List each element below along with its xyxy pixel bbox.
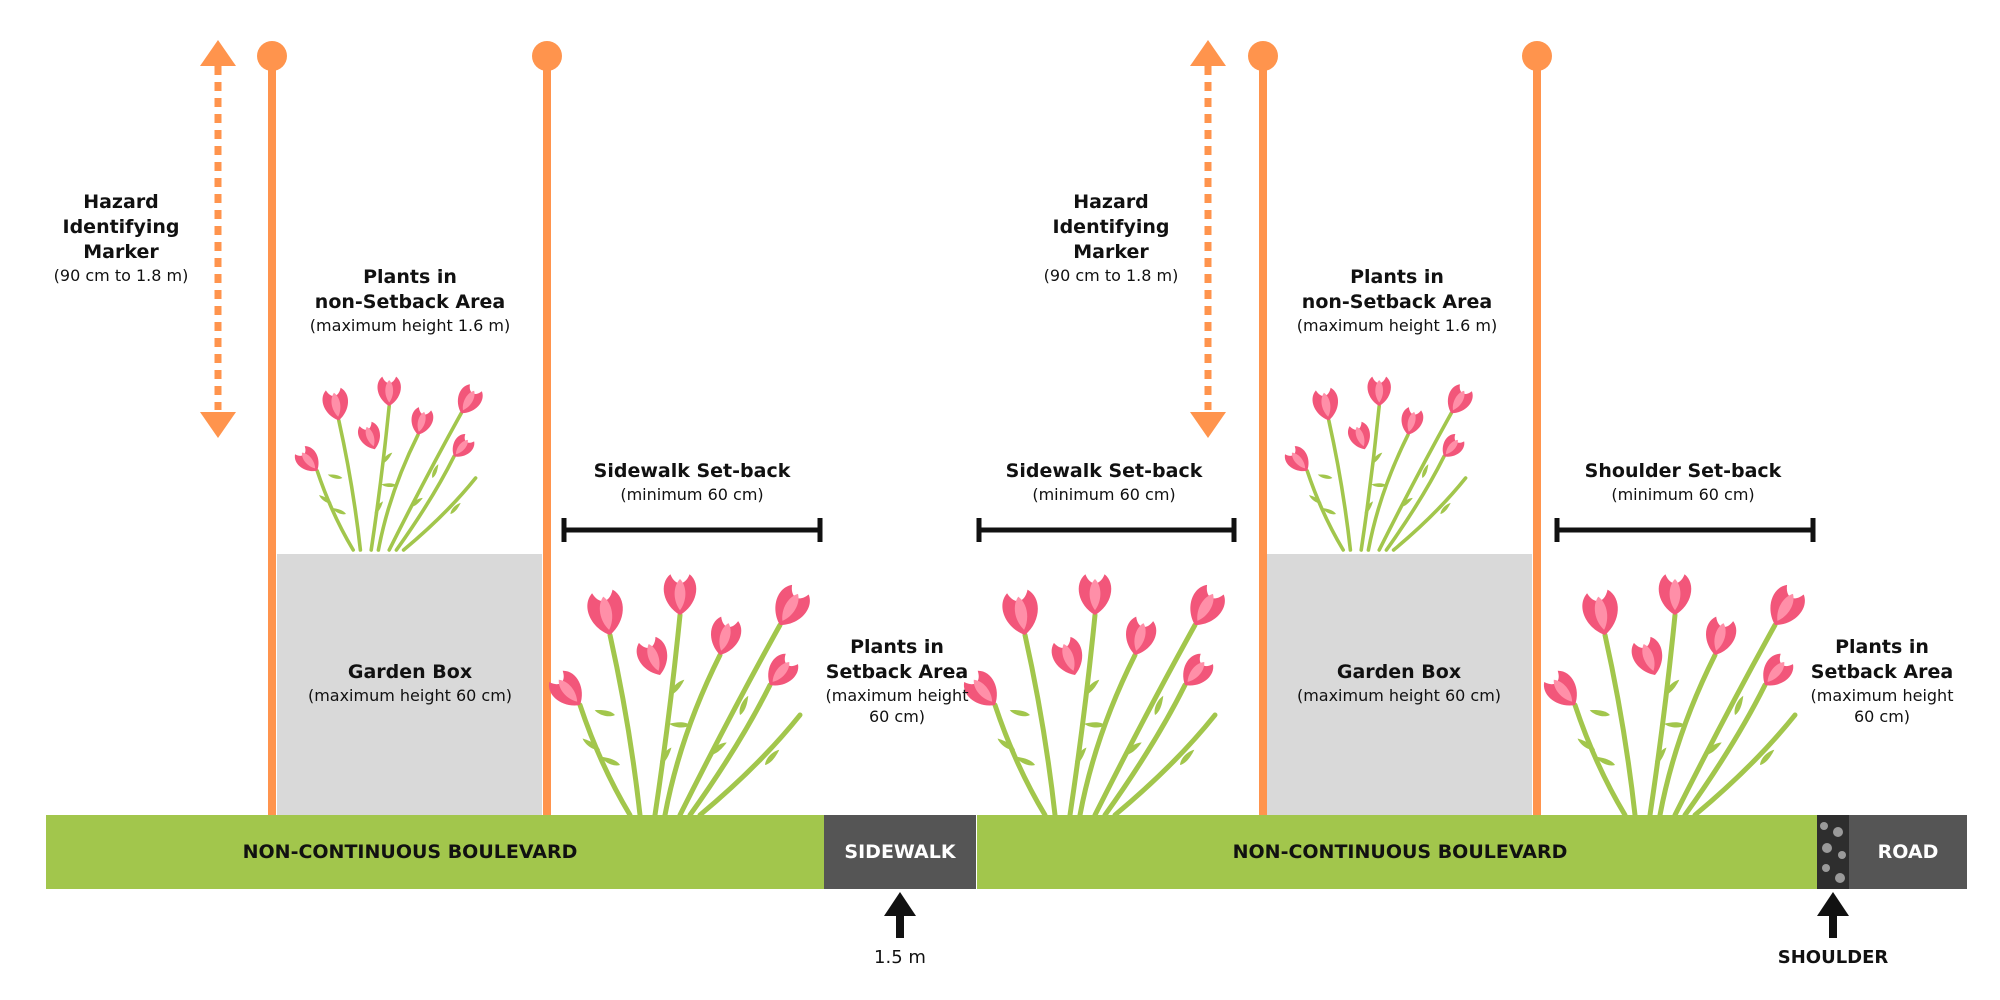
sidewalk-width-label: 1.5 m	[874, 946, 926, 970]
sidewalk-setback-label-left: Sidewalk Set-back (minimum 60 cm)	[594, 459, 791, 505]
garden-box-label-right: Garden Box (maximum height 60 cm)	[1297, 660, 1501, 706]
plants-setback-subtitle-line: (maximum height	[825, 686, 969, 706]
garden-box-subtitle: (maximum height 60 cm)	[1296, 686, 1502, 706]
hazard-subtitle: (90 cm to 1.8 m)	[1043, 266, 1179, 286]
sidewalk-band	[824, 815, 976, 889]
setback-bar-shoulder	[1554, 518, 1816, 542]
plants-setback-title-line: Setback Area	[1810, 661, 1954, 684]
sidewalk-width-arrow	[884, 892, 916, 938]
road-band	[1849, 815, 1967, 889]
setback-title: Sidewalk Set-back	[593, 460, 791, 482]
plants-setback-subtitle-line: 60 cm)	[1853, 707, 1911, 727]
hazard-height-arrow-left	[200, 40, 236, 438]
setback-title: Shoulder Set-back	[1584, 460, 1782, 482]
hazard-marker-label-right: Hazard Identifying Marker (90 cm to 1.8 …	[1044, 190, 1179, 286]
boulevard-label-right: NON-CONTINUOUS BOULEVARD	[1232, 841, 1568, 863]
sidewalk-setback-label-right: Sidewalk Set-back (minimum 60 cm)	[1006, 459, 1203, 505]
hazard-height-arrow-right	[1190, 40, 1226, 438]
plants-setback-title-line: Plants in	[850, 636, 944, 658]
plants-non-setback-label-left: Plants in non-Setback Area (maximum heig…	[310, 265, 510, 336]
plant-non-setback-right	[1282, 377, 1476, 550]
plants-subtitle: (maximum height 1.6 m)	[309, 316, 511, 336]
garden-box-title: Garden Box	[347, 661, 473, 683]
shoulder-text: SHOULDER	[1777, 947, 1889, 968]
boulevard-label-left: NON-CONTINUOUS BOULEVARD	[242, 841, 578, 863]
hazard-title-line: Hazard	[1073, 191, 1149, 213]
plants-subtitle: (maximum height 1.6 m)	[1296, 316, 1498, 336]
road-label: ROAD	[1877, 841, 1939, 863]
garden-box-title: Garden Box	[1336, 661, 1462, 683]
garden-box-left	[277, 554, 542, 815]
plants-title-line: Plants in	[1350, 266, 1444, 288]
garden-box-label-left: Garden Box (maximum height 60 cm)	[308, 660, 512, 706]
plants-setback-subtitle-line: (maximum height	[1810, 686, 1954, 706]
boulevard-band-left	[46, 815, 824, 889]
hazard-title-line: Marker	[83, 241, 159, 264]
plants-setback-label-left: Plants in Setback Area (maximum height 6…	[826, 635, 969, 727]
plants-setback-title-line: Plants in	[1835, 636, 1929, 658]
sidewalk-label: SIDEWALK	[844, 841, 956, 863]
hazard-title-line: Identifying	[62, 216, 180, 239]
plants-setback-subtitle-line: 60 cm)	[868, 707, 926, 727]
setback-bar-sidewalk-left	[561, 518, 823, 542]
shoulder-arrow	[1817, 892, 1849, 938]
shoulder-label: SHOULDER	[1778, 946, 1889, 970]
plant-non-setback-left	[292, 377, 486, 550]
garden-box-right	[1267, 554, 1532, 815]
hazard-title-line: Identifying	[1052, 216, 1170, 239]
sidewalk-width-value: 1.5 m	[874, 947, 926, 968]
plant-setback-left	[545, 574, 815, 815]
shoulder-gravel-texture	[1820, 822, 1846, 883]
marker-posts	[257, 41, 1552, 815]
hazard-title-line: Marker	[1073, 241, 1149, 264]
setback-subtitle: (minimum 60 cm)	[1032, 485, 1176, 505]
setback-title: Sidewalk Set-back	[1005, 460, 1203, 482]
plants-title-line: non-Setback Area	[314, 291, 506, 314]
plant-setback-middle	[960, 574, 1230, 815]
garden-box-subtitle: (maximum height 60 cm)	[307, 686, 513, 706]
plant-setback-right	[1540, 574, 1810, 815]
plants-title-line: non-Setback Area	[1301, 291, 1493, 314]
hazard-marker-label-left: Hazard Identifying Marker (90 cm to 1.8 …	[54, 190, 189, 286]
plants-non-setback-label-right: Plants in non-Setback Area (maximum heig…	[1297, 265, 1497, 336]
setback-subtitle: (minimum 60 cm)	[620, 485, 764, 505]
setback-subtitle: (minimum 60 cm)	[1611, 485, 1755, 505]
shoulder-setback-label: Shoulder Set-back (minimum 60 cm)	[1585, 459, 1782, 505]
hazard-subtitle: (90 cm to 1.8 m)	[53, 266, 189, 286]
plants-setback-title-line: Setback Area	[825, 661, 969, 684]
plants-title-line: Plants in	[363, 266, 457, 288]
boulevard-band-right	[977, 815, 1817, 889]
hazard-title-line: Hazard	[83, 191, 159, 213]
plants-setback-label-right: Plants in Setback Area (maximum height 6…	[1811, 635, 1954, 727]
setback-bar-sidewalk-right	[976, 518, 1237, 542]
